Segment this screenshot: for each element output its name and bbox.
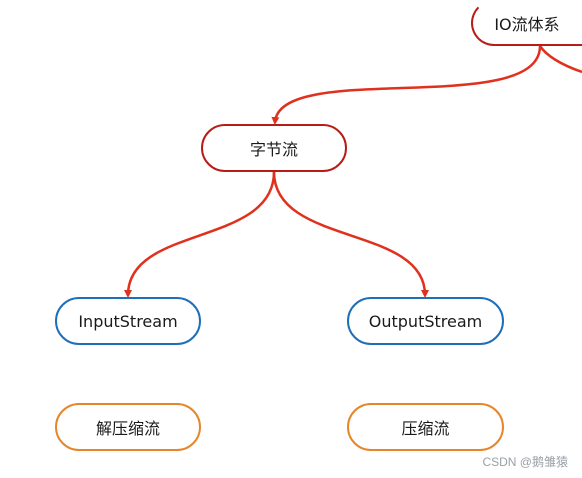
node-byte-stream[interactable]: 字节流 xyxy=(201,124,347,172)
edge-bytes-to-output xyxy=(272,171,429,298)
watermark: CSDN @鹅雏猿 xyxy=(482,455,568,469)
node-compress-stream[interactable]: 压缩流 xyxy=(347,403,504,451)
node-output-stream-label: OutputStream xyxy=(368,311,483,331)
edge-bytes-to-input xyxy=(124,171,276,298)
edge-root-to-bytes xyxy=(271,45,542,125)
node-decompress-stream-label: 解压缩流 xyxy=(95,419,160,438)
node-io-stream-system-label: IO流体系 xyxy=(494,15,560,34)
node-input-stream[interactable]: InputStream xyxy=(55,297,201,345)
node-byte-stream-label: 字节流 xyxy=(249,140,298,159)
edge-root-tail xyxy=(538,45,582,74)
node-compress-stream-label: 压缩流 xyxy=(401,419,450,438)
node-io-stream-system[interactable]: IO流体系 xyxy=(471,0,582,46)
node-input-stream-label: InputStream xyxy=(78,311,178,331)
node-output-stream[interactable]: OutputStream xyxy=(347,297,504,345)
node-decompress-stream[interactable]: 解压缩流 xyxy=(55,403,201,451)
